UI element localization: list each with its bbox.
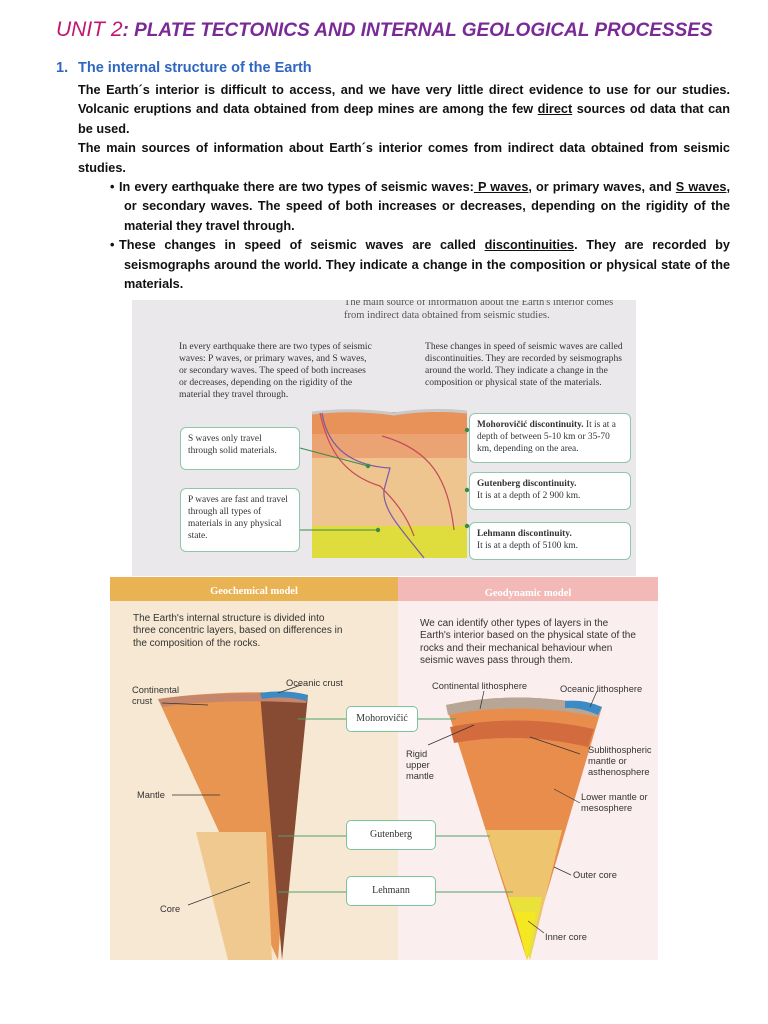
figure-caption: The main source of information about the…: [344, 300, 624, 322]
unit-title: : PLATE TECTONICS AND INTERNAL GEOLOGICA…: [123, 20, 713, 41]
paragraph-1: The Earth´s interior is difficult to acc…: [78, 81, 730, 139]
bullet-item-discontinuities: •These changes in speed of seismic waves…: [78, 236, 730, 294]
unit-label: UNIT 2: [56, 18, 123, 41]
section-number: 1.: [56, 60, 78, 76]
gutenberg-box: Gutenberg discontinuity. It is at a depth…: [469, 472, 631, 510]
label-oceanic-crust: Oceanic crust: [286, 678, 343, 689]
lehmann-tag: Lehmann: [346, 876, 436, 906]
earth-models-figure: Geochemical model Geodynamic model The E…: [110, 577, 658, 960]
geochemical-header: Geochemical model: [110, 577, 398, 601]
page-title: UNIT 2: PLATE TECTONICS AND INTERNAL GEO…: [56, 18, 746, 42]
section-heading: 1.The internal structure of the Earth: [56, 60, 312, 76]
mohorovicic-box: Mohorovičić discontinuity. It is at a de…: [469, 413, 631, 463]
label-lower-mantle: Lower mantle or mesosphere: [581, 792, 658, 814]
bullet-2-text: These changes in speed of seismic waves …: [119, 238, 485, 252]
geodynamic-text: We can identify other types of layers in…: [420, 618, 640, 667]
label-sublithospheric-mantle: Sublithospheric mantle or asthenosphere: [588, 745, 658, 778]
caption-line-1: The main source of information about the…: [344, 300, 624, 309]
lehmann-title: Lehmann discontinuity.: [477, 529, 572, 539]
bullet-item-waves: •In every earthquake there are two types…: [78, 178, 730, 236]
p-waves-term: P waves: [474, 180, 529, 194]
label-outer-core: Outer core: [573, 870, 617, 881]
label-rigid-upper-mantle: Rigid upper mantle: [406, 749, 446, 782]
bullet-1-text-b: , or primary waves, and: [528, 180, 671, 194]
direct-term: direct: [538, 102, 573, 116]
label-continental-crust: Continental crust: [132, 685, 192, 707]
section-title: The internal structure of the Earth: [78, 60, 312, 76]
figure-right-text: These changes in speed of seismic waves …: [425, 341, 633, 389]
s-waves-box: S waves only travel through solid materi…: [180, 427, 300, 470]
discontinuities-term: discontinuities: [485, 238, 575, 252]
seismic-waves-figure: The main source of information about the…: [132, 300, 636, 576]
gutenberg-title: Gutenberg discontinuity.: [477, 479, 577, 489]
gutenberg-text: It is at a depth of 2 900 km.: [477, 491, 580, 501]
lehmann-box: Lehmann discontinuity. It is at a depth o…: [469, 522, 631, 560]
figure-left-text: In every earthquake there are two types …: [179, 341, 375, 401]
gutenberg-tag: Gutenberg: [346, 820, 436, 850]
label-continental-lithosphere: Continental lithosphere: [432, 681, 527, 692]
p-waves-box: P waves are fast and travel through all …: [180, 488, 300, 552]
geochemical-text: The Earth's internal structure is divide…: [133, 613, 348, 650]
bullet-1-text: In every earthquake there are two types …: [119, 180, 474, 194]
mohorovicic-tag: Mohorovičić: [346, 706, 418, 732]
lehmann-text: It is at a depth of 5100 km.: [477, 541, 578, 551]
s-waves-term: S waves: [676, 180, 727, 194]
label-oceanic-lithosphere: Oceanic lithosphere: [560, 684, 642, 695]
paragraph-2: The main sources of information about Ea…: [78, 139, 730, 178]
label-core: Core: [160, 904, 180, 915]
caption-line-2: from indirect data obtained from seismic…: [344, 309, 624, 322]
label-mantle: Mantle: [137, 790, 165, 801]
moho-title: Mohorovičić discontinuity.: [477, 420, 584, 430]
body-text: The Earth´s interior is difficult to acc…: [78, 81, 730, 294]
geodynamic-header: Geodynamic model: [398, 577, 658, 601]
bullet-list: •In every earthquake there are two types…: [78, 178, 730, 294]
label-inner-core: Inner core: [545, 932, 587, 943]
